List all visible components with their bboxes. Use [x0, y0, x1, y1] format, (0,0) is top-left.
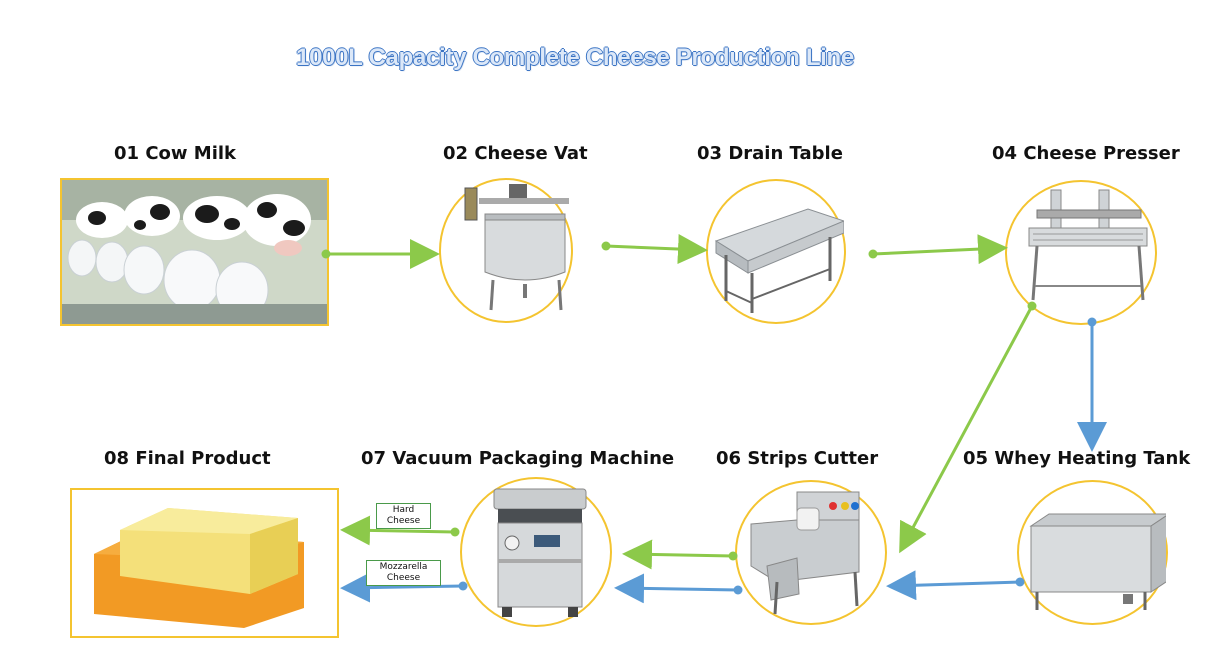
step-label-drain-table: 03 Drain Table	[697, 143, 843, 164]
drain-table-icon	[714, 208, 846, 313]
cheese-presser-circle	[1005, 180, 1157, 325]
step-label-strips-cutter: 06 Strips Cutter	[716, 448, 879, 469]
vacuum-packer-icon	[493, 488, 587, 617]
cheese-vat-circle	[439, 178, 573, 323]
hard-cheese-tag: Hard Cheese	[376, 503, 431, 529]
final-product-frame	[70, 488, 339, 638]
step-label-whey-heating-tank: 05 Whey Heating Tank	[963, 448, 1191, 469]
mozzarella-cheese-tag: Mozzarella Cheese	[366, 560, 441, 586]
cow-milk-frame	[60, 178, 329, 326]
step-label-cheese-presser: 04 Cheese Presser	[992, 143, 1180, 164]
cheese-vat-icon	[464, 184, 569, 311]
step-label-cheese-vat: 02 Cheese Vat	[443, 143, 588, 164]
cheese-presser-icon	[1028, 189, 1148, 301]
blue-flow	[340, 317, 1107, 604]
strips-cutter-icon	[750, 491, 860, 615]
step-label-final-product: 08 Final Product	[104, 448, 271, 469]
strips-cutter-circle	[735, 480, 887, 625]
diagram-title: 1000L Capacity Complete Cheese Productio…	[296, 44, 854, 71]
green-flow	[321, 234, 1037, 570]
vacuum-packer-circle	[460, 477, 612, 627]
step-label-cow-milk: 01 Cow Milk	[114, 143, 237, 164]
cheese-block-icon	[94, 508, 304, 628]
cow-milk-icon	[62, 180, 327, 324]
step-label-vacuum-packaging-machine: 07 Vacuum Packaging Machine	[361, 448, 675, 469]
